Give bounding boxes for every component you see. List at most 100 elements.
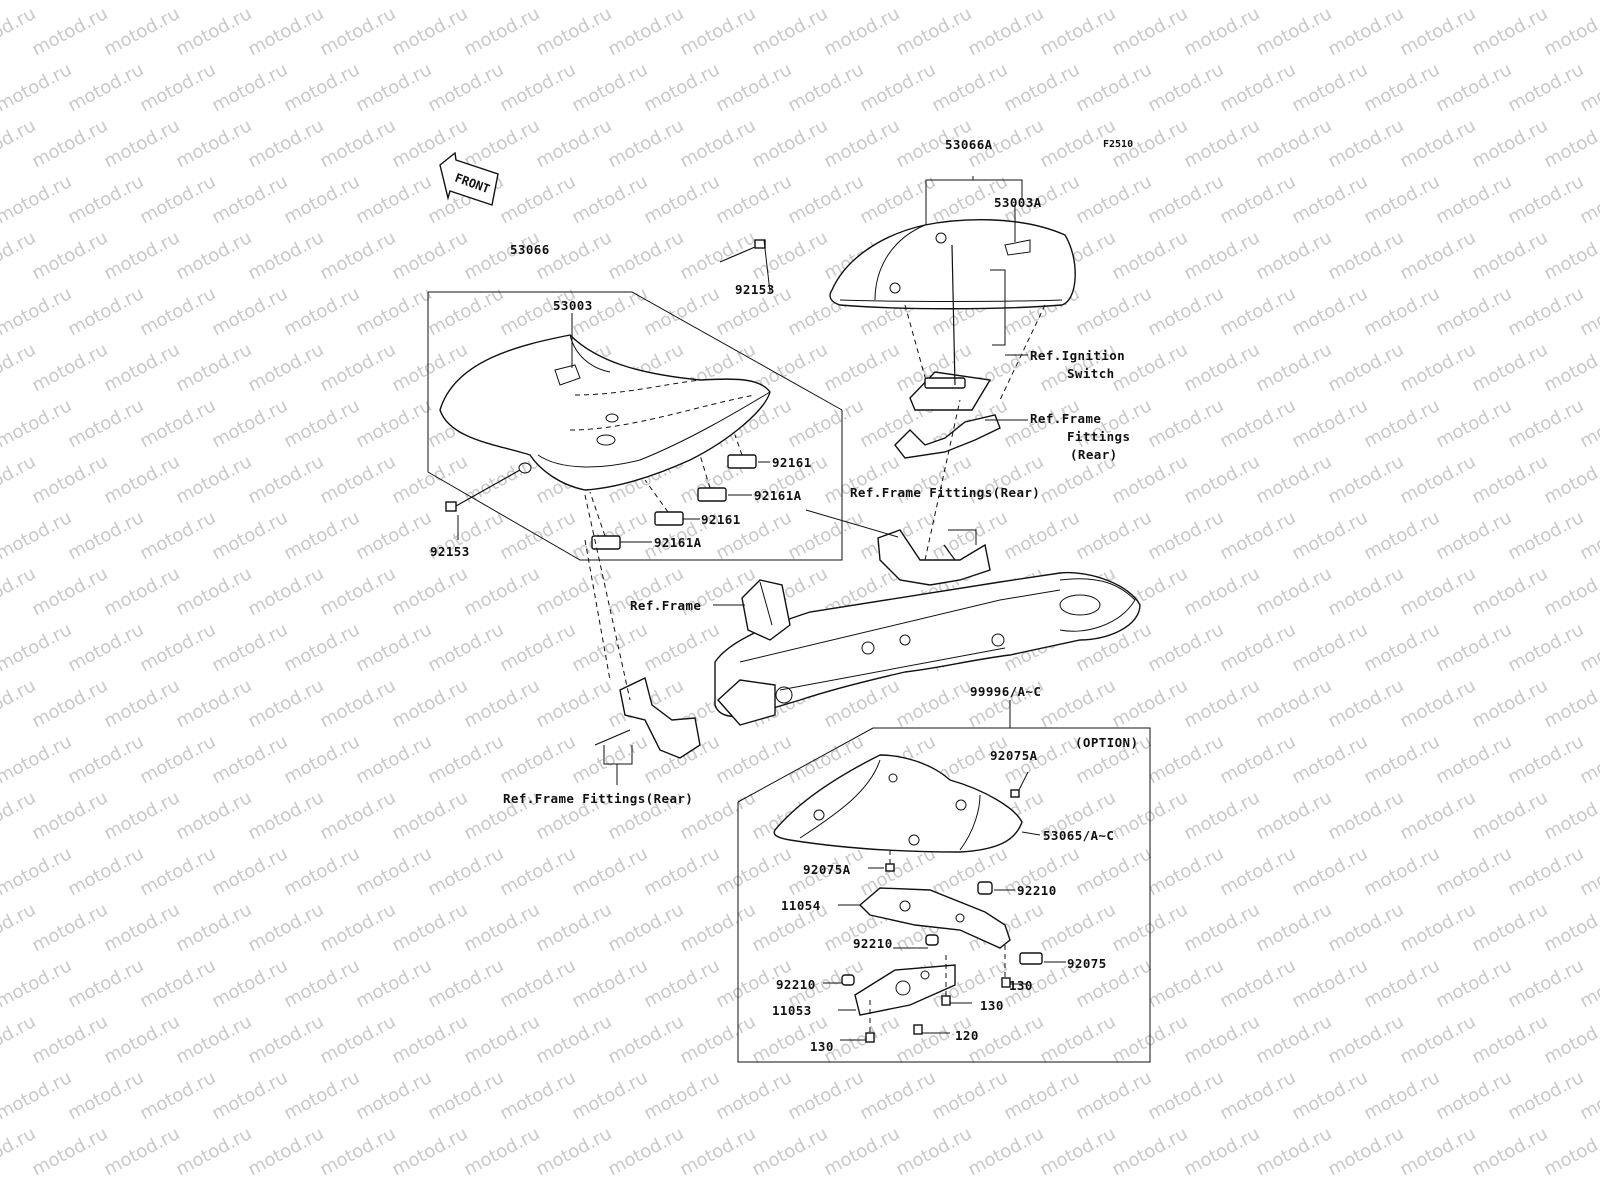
watermark-text: motod.ru <box>784 1067 867 1124</box>
watermark-text: motod.ru <box>1432 171 1515 228</box>
watermark-text: motod.ru <box>208 283 291 340</box>
watermark-text: motod.ru <box>1216 1067 1299 1124</box>
watermark-text: motod.ru <box>532 1011 615 1068</box>
watermark-text: motod.ru <box>208 395 291 452</box>
label-92075: 92075 <box>1067 956 1107 971</box>
watermark-text: motod.ru <box>820 1123 903 1180</box>
watermark-text: motod.ru <box>64 955 147 1012</box>
watermark-text: motod.ru <box>712 171 795 228</box>
label-92210-c: 92210 <box>776 977 816 992</box>
watermark-text: motod.ru <box>856 0 939 4</box>
watermark-text: motod.ru <box>64 843 147 900</box>
watermark-text: motod.ru <box>208 731 291 788</box>
watermark-text: motod.ru <box>1180 787 1263 844</box>
option-label: (OPTION) <box>1075 735 1138 750</box>
watermark-text: motod.ru <box>1396 787 1479 844</box>
watermark-text: motod.ru <box>1432 0 1515 4</box>
label-130-c: 130 <box>810 1039 834 1054</box>
watermark-text: motod.ru <box>1216 843 1299 900</box>
watermark-text: motod.ru <box>496 0 579 4</box>
watermark-text: motod.ru <box>316 1123 399 1180</box>
watermark-text: motod.ru <box>244 1011 327 1068</box>
watermark-text: motod.ru <box>352 507 435 564</box>
watermark-text: motod.ru <box>1180 675 1263 732</box>
watermark-text: motod.ru <box>1036 3 1119 60</box>
watermark-text: motod.ru <box>172 115 255 172</box>
watermark-text: motod.ru <box>1144 1067 1227 1124</box>
watermark-text: motod.ru <box>1072 0 1155 4</box>
watermark-text: motod.ru <box>388 3 471 60</box>
label-53003: 53003 <box>553 298 593 313</box>
watermark-text: motod.ru <box>640 1067 723 1124</box>
watermark-text: motod.ru <box>1468 227 1551 284</box>
watermark-text: motod.ru <box>208 619 291 676</box>
watermark-text: motod.ru <box>28 451 111 508</box>
watermark-text: motod.ru <box>1576 0 1600 4</box>
watermark-text: motod.ru <box>172 1123 255 1180</box>
watermark-text: motod.ru <box>1432 283 1515 340</box>
watermark-text: motod.ru <box>244 787 327 844</box>
watermark-text: motod.ru <box>1288 507 1371 564</box>
watermark-text: motod.ru <box>280 843 363 900</box>
watermark-text: motod.ru <box>100 1123 183 1180</box>
watermark-text: motod.ru <box>676 115 759 172</box>
watermark-text: motod.ru <box>316 115 399 172</box>
label-ref-ignition-2: Switch <box>1067 366 1115 381</box>
watermark-text: motod.ru <box>64 59 147 116</box>
watermark-text: motod.ru <box>964 3 1047 60</box>
label-53065: 53065/A~C <box>1043 828 1114 843</box>
watermark-text: motod.ru <box>676 227 759 284</box>
watermark-text: motod.ru <box>1288 283 1371 340</box>
label-ref-ff-right-2: Fittings <box>1067 429 1130 444</box>
watermark-text: motod.ru <box>244 1123 327 1180</box>
watermark-text: motod.ru <box>496 843 579 900</box>
watermark-text: motod.ru <box>244 675 327 732</box>
watermark-text: motod.ru <box>388 787 471 844</box>
watermark-text: motod.ru <box>1144 507 1227 564</box>
watermark-text: motod.ru <box>1108 3 1191 60</box>
watermark-text: motod.ru <box>1036 1011 1119 1068</box>
watermark-text: motod.ru <box>712 0 795 4</box>
watermark-text: motod.ru <box>1432 955 1515 1012</box>
watermark-text: motod.ru <box>1432 59 1515 116</box>
label-ref-ff-right-3: (Rear) <box>1070 447 1118 462</box>
watermark-text: motod.ru <box>1360 171 1443 228</box>
watermark-text: motod.ru <box>1504 395 1587 452</box>
watermark-text: motod.ru <box>1072 59 1155 116</box>
watermark-text: motod.ru <box>1144 0 1227 4</box>
watermark-text: motod.ru <box>0 0 75 4</box>
watermark-text: motod.ru <box>64 171 147 228</box>
watermark-text: motod.ru <box>64 507 147 564</box>
watermark-text: motod.ru <box>1540 339 1600 396</box>
watermark-text: motod.ru <box>460 899 543 956</box>
watermark-text: motod.ru <box>280 59 363 116</box>
watermark-text: motod.ru <box>1072 843 1155 900</box>
watermark-text: motod.ru <box>1468 787 1551 844</box>
watermark-text: motod.ru <box>100 563 183 620</box>
watermark-text: motod.ru <box>496 731 579 788</box>
label-130-b: 130 <box>980 998 1004 1013</box>
watermark-text: motod.ru <box>1360 59 1443 116</box>
watermark-text: motod.ru <box>676 1011 759 1068</box>
watermark-text: motod.ru <box>316 227 399 284</box>
watermark-text: motod.ru <box>496 59 579 116</box>
watermark-text: motod.ru <box>568 619 651 676</box>
watermark-text: motod.ru <box>1324 451 1407 508</box>
watermark-text: motod.ru <box>1540 1123 1600 1180</box>
watermark-text: motod.ru <box>136 731 219 788</box>
watermark-text: motod.ru <box>892 1123 975 1180</box>
watermark-text: motod.ru <box>712 59 795 116</box>
watermark-text: motod.ru <box>1540 1011 1600 1068</box>
watermark-text: motod.ru <box>568 1067 651 1124</box>
watermark-text: motod.ru <box>136 507 219 564</box>
watermark-text: motod.ru <box>1144 395 1227 452</box>
watermark-text: motod.ru <box>424 731 507 788</box>
watermark-text: motod.ru <box>208 843 291 900</box>
watermark-text: motod.ru <box>280 0 363 4</box>
watermark-text: motod.ru <box>64 0 147 4</box>
watermark-text: motod.ru <box>892 675 975 732</box>
watermark-text: motod.ru <box>352 171 435 228</box>
watermark-text: motod.ru <box>460 1123 543 1180</box>
watermark-text: motod.ru <box>1324 115 1407 172</box>
watermark-text: motod.ru <box>784 0 867 4</box>
